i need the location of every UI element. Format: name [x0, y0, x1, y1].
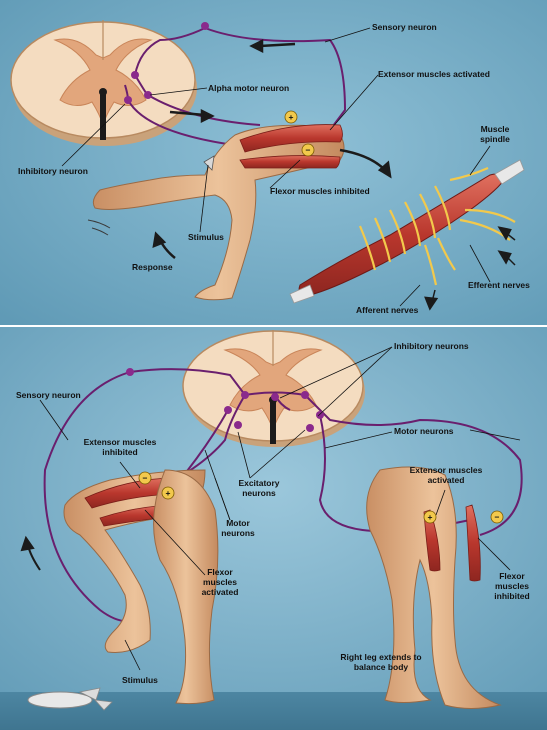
- plus-symbol-extensor-right: +: [425, 512, 435, 522]
- label-right-leg-caption: Right leg extends to balance body: [326, 652, 436, 672]
- label-muscle-spindle: Muscle spindle: [475, 124, 515, 144]
- label-stimulus-bottom: Stimulus: [122, 675, 158, 685]
- label-sensory-neuron-bottom: Sensory neuron: [16, 390, 81, 400]
- label-inhibitory-neuron: Inhibitory neuron: [18, 166, 88, 176]
- label-efferent-nerves: Efferent nerves: [468, 280, 530, 290]
- minus-symbol-flexor-right: −: [492, 512, 502, 522]
- spinal-cord-bottom: [183, 330, 365, 447]
- label-extensor-activated-top: Extensor muscles activated: [378, 69, 490, 79]
- label-flexor-inhibited-right: Flexor muscles inhibited: [490, 571, 534, 601]
- plus-symbol-extensor-top: +: [286, 112, 296, 122]
- minus-symbol-extensor-left: −: [140, 473, 150, 483]
- label-sensory-neuron-top: Sensory neuron: [372, 22, 437, 32]
- plus-symbol-flexor-left: +: [163, 488, 173, 498]
- label-stimulus-top: Stimulus: [188, 232, 224, 242]
- label-extensor-inhibited-left: Extensor muscles inhibited: [78, 437, 162, 457]
- minus-symbol-flexor-top: −: [303, 145, 313, 155]
- label-response: Response: [132, 262, 173, 272]
- label-excitatory-neurons: Excitatory neurons: [234, 478, 284, 498]
- label-flexor-activated: Flexor muscles activated: [198, 567, 242, 597]
- label-motor-neurons-right: Motor neurons: [394, 426, 454, 436]
- label-extensor-activated-right: Extensor muscles activated: [404, 465, 488, 485]
- label-motor-neurons-left: Motor neurons: [218, 518, 258, 538]
- label-alpha-motor-neuron: Alpha motor neuron: [208, 83, 289, 93]
- label-inhibitory-neurons: Inhibitory neurons: [394, 341, 469, 351]
- label-flexor-inhibited-top: Flexor muscles inhibited: [270, 186, 370, 196]
- label-afferent-nerves: Afferent nerves: [356, 305, 418, 315]
